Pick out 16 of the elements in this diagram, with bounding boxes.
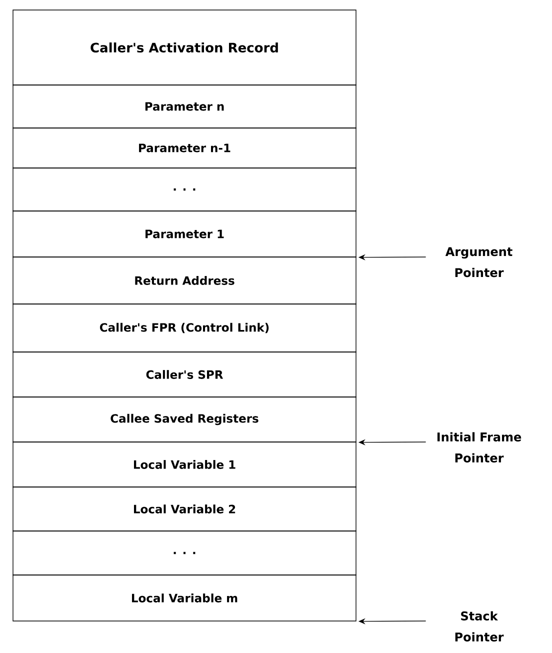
- stack-cell: Parameter n-1: [12, 128, 356, 168]
- stack-cell: Return Address: [12, 256, 356, 304]
- stack-cell: Parameter 1: [12, 210, 356, 258]
- pointer-label: Initial Frame Pointer: [437, 432, 522, 462]
- stack-cell: Caller's Activation Record: [12, 10, 356, 86]
- stack-cell: Local Variable 2: [12, 486, 356, 532]
- stack-cell: Local Variable 1: [12, 442, 356, 488]
- stack-cell: Local Variable m: [12, 574, 356, 622]
- pointer-label: Stack Pointer: [455, 611, 504, 642]
- stack-cell: . . .: [12, 530, 356, 576]
- stack-cell: Parameter n: [12, 84, 356, 128]
- stack-cell: . . .: [12, 168, 356, 212]
- pointer-label: Argument Pointer: [445, 247, 512, 278]
- stack-cell: Caller's SPR: [12, 352, 356, 398]
- stack-cell: Callee Saved Registers: [12, 396, 356, 442]
- stack-cell: Caller's FPR (Control Link): [12, 304, 356, 352]
